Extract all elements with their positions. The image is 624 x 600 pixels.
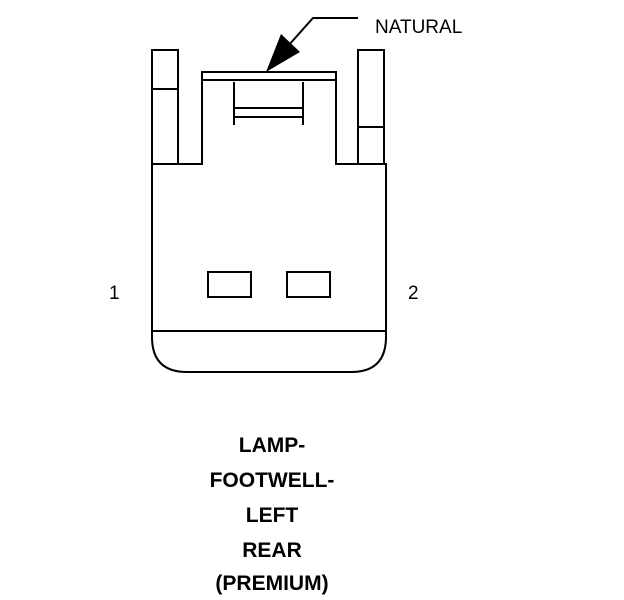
pin-label-right: 2 xyxy=(408,283,419,304)
callout-label: NATURAL xyxy=(375,17,462,38)
pin-cavity-2 xyxy=(286,271,331,298)
title-line-2: FOOTWELL- xyxy=(209,469,335,492)
title-line-1: LAMP- xyxy=(238,434,306,457)
connector-title: LAMP- FOOTWELL- LEFT REAR (PREMIUM) xyxy=(112,428,432,598)
left-lock-tab xyxy=(151,49,179,165)
title-line-4: REAR xyxy=(242,539,302,562)
pin-label-left: 1 xyxy=(109,283,120,304)
callout-leader-line xyxy=(287,17,358,47)
connector-cap xyxy=(201,71,337,81)
title-line-3: LEFT xyxy=(245,504,299,527)
connector-body xyxy=(151,79,387,373)
title-variant: (PREMIUM) xyxy=(215,572,329,595)
right-lock-tab xyxy=(357,49,385,165)
callout-arrow-icon xyxy=(266,34,300,72)
pin-cavity-1 xyxy=(207,271,252,298)
